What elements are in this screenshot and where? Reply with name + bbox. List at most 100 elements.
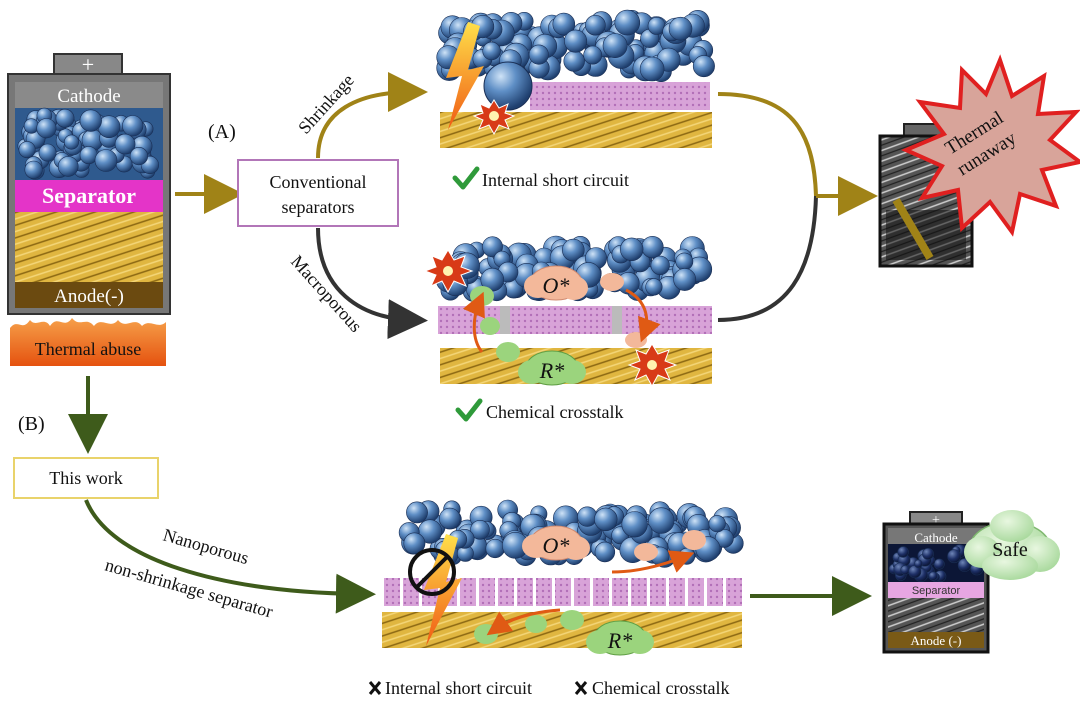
r-radical-blob-3: [496, 342, 520, 362]
safe-anode-layer: [888, 598, 984, 632]
crosstalk-spark-core-bottom: [647, 360, 657, 370]
particle: [485, 538, 505, 559]
bottom-o-blob-1: [634, 543, 658, 561]
separator-segment: [479, 578, 495, 606]
particle: [647, 507, 675, 534]
o-star-cloud: O*: [524, 265, 588, 301]
particle: [675, 252, 694, 271]
safe-separator-layer: [888, 582, 984, 598]
prohibited-icon-slash: [414, 554, 450, 590]
r-radical-blob-1: [470, 286, 494, 306]
particle: [619, 237, 644, 262]
bottom-chemical-crosstalk-label: Chemical crosstalk: [592, 678, 729, 698]
bottom-r-star-label: R*: [607, 628, 632, 653]
o-radical-blob-2: [625, 332, 647, 348]
runaway-broken-rod: [892, 197, 934, 261]
particle: [897, 546, 909, 558]
particle: [129, 147, 148, 166]
o-star-label: O*: [543, 273, 570, 298]
shrinkage-schematic: [436, 9, 715, 148]
shrinkage-cathode-particles: [436, 9, 715, 111]
particle: [482, 41, 501, 61]
section-b-label: (B): [18, 413, 45, 435]
separator-segment: [650, 578, 666, 606]
separator-segment: [460, 578, 476, 606]
left-cathode-particles: [17, 107, 159, 180]
particle: [403, 532, 426, 555]
particle: [708, 515, 726, 533]
particle: [24, 160, 43, 179]
particle: [645, 278, 663, 296]
particle: [585, 14, 606, 36]
particle: [922, 548, 934, 560]
left-battery-plus: +: [82, 52, 94, 77]
particle: [641, 236, 664, 259]
particle: [678, 547, 696, 565]
particle: [928, 571, 938, 581]
macroporous-to-runaway-line: [717, 195, 818, 322]
safe-cloud-icon: [964, 510, 1060, 580]
particle: [900, 565, 911, 575]
separator-segment: [536, 578, 552, 606]
particle: [563, 50, 585, 72]
separator-segment: [669, 578, 685, 606]
separator-segment: [688, 578, 704, 606]
safe-anode-label-bar: [888, 632, 984, 648]
o-radical-blob-1: [600, 273, 624, 291]
cross-icon-chemical-crosstalk: [574, 681, 588, 695]
left-anode-layer: [15, 212, 163, 282]
cross-icon-internal-short: [368, 681, 382, 695]
macroporous-arrow: [316, 227, 428, 340]
left-separator-label: Separator: [42, 183, 136, 208]
separator-segment: [612, 578, 628, 606]
particle: [947, 549, 961, 564]
separator-segment: [574, 578, 590, 606]
bottom-o-star-label: O*: [543, 533, 570, 558]
check-icon-chemical-crosstalk: [455, 398, 483, 422]
internal-short-label: Internal short circuit: [482, 170, 629, 190]
particle: [692, 55, 715, 78]
bottom-o-arrow: [611, 550, 695, 574]
particle: [933, 558, 945, 570]
conventional-separators-label-1: Conventional: [270, 172, 367, 192]
nanoporous-schematic: O* R*: [382, 499, 744, 656]
bottom-r-blob-2: [525, 615, 547, 633]
left-cathode-label: Cathode: [57, 86, 120, 107]
prohibited-icon: [408, 548, 456, 596]
thermal-runaway-burst: [900, 54, 1080, 237]
particle: [594, 507, 618, 531]
safe-cathode-label: Cathode: [914, 530, 958, 545]
particle: [564, 29, 588, 53]
particle: [79, 109, 102, 132]
particle: [561, 238, 585, 262]
check-icon-internal-short: [452, 166, 480, 190]
crosstalk-arrow-left: [462, 291, 485, 353]
nanoporous-label: Nanoporous: [161, 525, 251, 568]
shrinkage-spark-core: [489, 111, 499, 121]
particle: [528, 44, 549, 65]
crosstalk-arrow-right: [625, 288, 661, 343]
safe-cathode-label-bar: [888, 528, 984, 544]
left-separator-layer: [15, 180, 163, 212]
particle: [668, 16, 693, 41]
bottom-o-blob-2: [682, 530, 706, 550]
shrinkage-arrow: [316, 72, 428, 159]
particle: [406, 501, 428, 524]
bottom-o-star-cloud: O*: [522, 525, 590, 561]
particle: [914, 559, 923, 569]
shrinkage-separator-layer: [530, 82, 710, 110]
left-anode-label: Anode(-): [54, 286, 124, 307]
macroporous-schematic: O* R*: [423, 235, 713, 388]
thermal-abuse-flame: [10, 318, 166, 366]
safe-label: Safe: [992, 539, 1028, 561]
separator-segment: [517, 578, 533, 606]
separator-segment: [631, 578, 647, 606]
this-work-label: This work: [49, 468, 123, 488]
crosstalk-spark-core-top: [443, 266, 453, 276]
particle: [36, 118, 57, 139]
thermal-runaway-battery: Thermal runaway: [878, 54, 1080, 268]
particle: [552, 12, 576, 36]
shrinkage-to-runaway-line: [717, 92, 818, 197]
particle: [114, 133, 136, 155]
particle: [482, 236, 503, 258]
